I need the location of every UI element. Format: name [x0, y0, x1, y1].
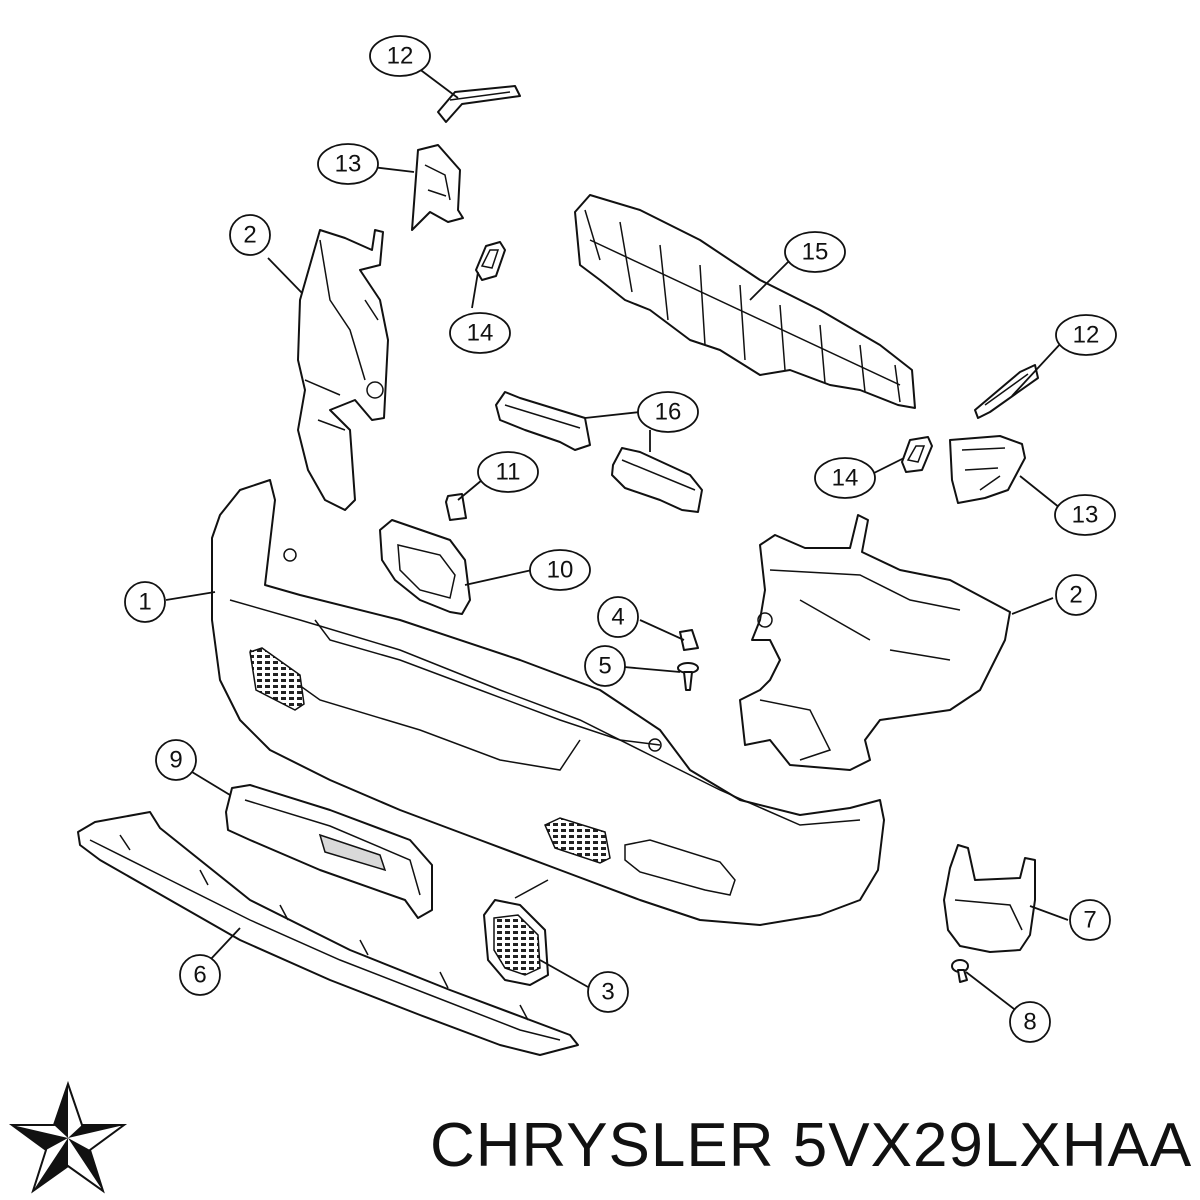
part-2-right-side-bracket — [739, 514, 1011, 771]
callout-12-top: 12 — [369, 35, 431, 77]
callout-12-top-label: 12 — [387, 43, 414, 70]
part-14-upper-clip — [475, 241, 506, 281]
callout-15: 15 — [784, 231, 846, 273]
callout-13-left-label: 13 — [335, 151, 362, 178]
callout-10: 10 — [529, 549, 591, 591]
part-9-lower-bezel — [225, 784, 433, 919]
callout-5-label: 5 — [598, 653, 611, 680]
callout-3: 3 — [587, 971, 629, 1013]
part-1-bumper-fascia — [211, 479, 885, 926]
part-13-left-bracket — [411, 144, 464, 231]
callout-1: 1 — [124, 581, 166, 623]
part-13-right-bracket — [949, 435, 1026, 504]
callout-12-right: 12 — [1055, 314, 1117, 356]
callout-6: 6 — [179, 954, 221, 996]
part-11-clip — [445, 493, 467, 521]
callout-8: 8 — [1009, 1001, 1051, 1043]
callout-9: 9 — [155, 739, 197, 781]
callout-2-right: 2 — [1055, 574, 1097, 616]
callout-5: 5 — [584, 645, 626, 687]
part-8-screw — [951, 959, 969, 983]
callout-16-label: 16 — [655, 399, 682, 426]
callout-13-left: 13 — [317, 143, 379, 185]
callout-8-label: 8 — [1023, 1009, 1036, 1036]
part-3-grille-insert — [483, 879, 549, 986]
callout-14-right: 14 — [814, 457, 876, 499]
callout-4-label: 4 — [611, 604, 624, 631]
brand-name: CHRYSLER — [430, 1111, 775, 1180]
callout-3-label: 3 — [601, 979, 614, 1006]
footer-title: CHRYSLER 5VX29LXHAA — [430, 1110, 1193, 1190]
part-15-reinforcement-beam — [574, 194, 916, 409]
callout-13-right-label: 13 — [1072, 502, 1099, 529]
callout-14-right-label: 14 — [832, 465, 859, 492]
part-12-upper-strip — [437, 85, 521, 123]
callout-1-label: 1 — [138, 589, 151, 616]
callout-7: 7 — [1069, 899, 1111, 941]
callout-2-left-label: 2 — [243, 222, 256, 249]
callout-9-label: 9 — [169, 747, 182, 774]
part-6-skid-plate — [77, 811, 579, 1056]
part-12-right-strip — [974, 364, 1039, 419]
callout-10-label: 10 — [547, 557, 574, 584]
part-4-nut-clip — [679, 629, 699, 651]
callout-16: 16 — [637, 391, 699, 433]
callout-11: 11 — [477, 451, 539, 493]
part-5-screw — [677, 662, 699, 691]
callout-4: 4 — [597, 596, 639, 638]
part-number: 5VX29LXHAA — [792, 1111, 1193, 1180]
chrysler-pentastar-icon — [8, 1080, 128, 1194]
part-7-fog-lamp — [943, 844, 1036, 953]
callout-7-label: 7 — [1083, 907, 1096, 934]
callout-12-right-label: 12 — [1073, 322, 1100, 349]
callout-13-right: 13 — [1054, 494, 1116, 536]
part-2-left-side-bracket — [297, 229, 389, 511]
callout-6-label: 6 — [193, 962, 206, 989]
part-10-fog-bezel — [379, 519, 471, 615]
callout-14-upper: 14 — [449, 312, 511, 354]
part-14-right-clip — [901, 436, 933, 473]
callout-15-label: 15 — [802, 239, 829, 266]
callout-14-upper-label: 14 — [467, 320, 494, 347]
callout-2-left: 2 — [229, 214, 271, 256]
part-16-mounting-brackets — [495, 391, 703, 513]
callout-2-right-label: 2 — [1069, 582, 1082, 609]
callout-11-label: 11 — [496, 459, 521, 486]
leader-lines — [165, 67, 1069, 1013]
